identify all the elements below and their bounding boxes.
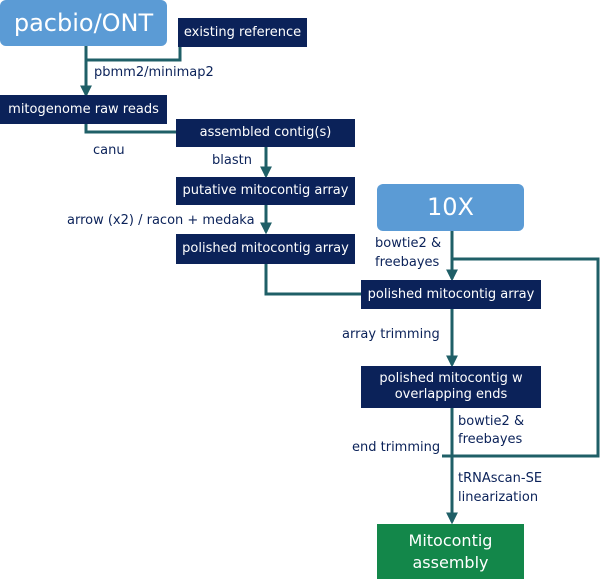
label-bowtie-top-1: bowtie2 & (375, 236, 442, 251)
label-array-trimming: array trimming (342, 327, 440, 342)
assembled-contigs-node: assembled contig(s) (176, 119, 355, 147)
existing-reference-node: existing reference (178, 18, 307, 47)
label-blastn: blastn (212, 153, 252, 168)
connector-reads-to-contigs (84, 124, 176, 134)
final-line-1: Mitocontig (408, 530, 493, 550)
connector-loop-back (442, 257, 600, 458)
label-arrow-racon: arrow (x2) / racon + medaka (67, 213, 255, 228)
label-pbmm2: pbmm2/minimap2 (94, 65, 214, 80)
polished-array-node-2: polished mitocontig array (361, 280, 541, 309)
overlapping-line-1: polished mitocontig w (379, 371, 523, 387)
label-trnascan: tRNAscan-SE (458, 471, 543, 486)
putative-array-node: putative mitocontig array (176, 177, 355, 205)
pacbio-ont-node: pacbio/ONT (0, 0, 167, 46)
overlapping-ends-node: polished mitocontig w overlapping ends (361, 366, 541, 408)
final-line-2: assembly (412, 552, 489, 572)
tenx-node: 10X (377, 184, 524, 231)
connector-polished-to-polished2 (264, 264, 361, 296)
label-bowtie-bottom-1: bowtie2 & (458, 414, 525, 429)
label-linearization: linearization (458, 490, 539, 505)
label-end-trimming: end trimming (352, 440, 441, 455)
connector-reference-to-pbmm2 (86, 47, 182, 62)
label-canu: canu (93, 143, 125, 158)
polished-array-node-1: polished mitocontig array (176, 234, 355, 264)
raw-reads-node: mitogenome raw reads (0, 95, 167, 124)
mitocontig-assembly-node: Mitocontig assembly (377, 524, 524, 579)
label-bowtie-bottom-2: freebayes (458, 432, 523, 447)
overlapping-line-2: overlapping ends (394, 387, 508, 402)
label-bowtie-top-2: freebayes (375, 255, 440, 270)
